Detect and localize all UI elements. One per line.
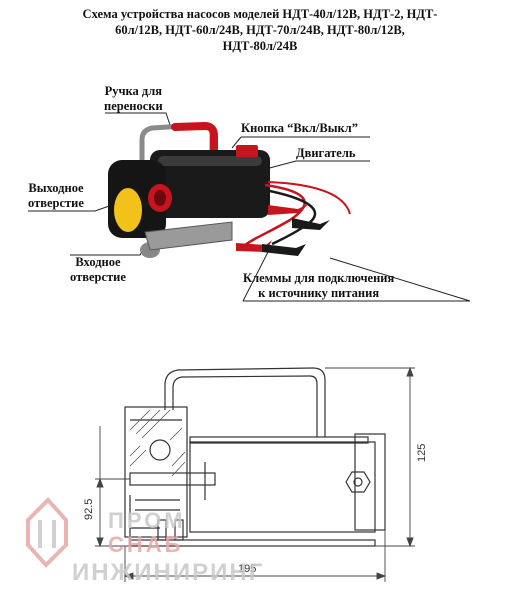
label-inlet: Входное отверстие <box>70 255 126 284</box>
dim-axis-height: 92.5 <box>83 499 95 520</box>
title-line-3: НДТ-80л/24В <box>222 39 298 53</box>
motor-body <box>150 150 270 218</box>
watermark-line-2: СНАБ <box>108 532 183 557</box>
watermark-line-3: ИНЖИНИРИНГ <box>72 559 264 586</box>
label-handle: Ручка для переноски <box>104 84 163 113</box>
title-line-2: 60л/12В, НДТ-60л/24В, НДТ-70л/24В, НДТ-8… <box>115 23 405 37</box>
label-outlet: Выходное отверстие <box>28 181 84 210</box>
label-terminals: Клеммы для подключения к источнику питан… <box>243 271 395 300</box>
dimension-lines <box>95 366 415 582</box>
title-line-1: Схема устройства насосов моделей НДТ-40л… <box>82 7 438 21</box>
info-sticker <box>114 188 142 232</box>
watermark-line-1: ПРОМ <box>108 508 186 533</box>
switch-button <box>236 145 258 157</box>
watermark: ПРОМ СНАБ ИНЖИНИРИНГ <box>26 497 264 586</box>
label-motor: Двигатель <box>296 146 356 160</box>
mount-bracket <box>144 221 233 251</box>
technical-drawing <box>124 367 386 547</box>
leader-lines <box>28 112 471 302</box>
dim-length: 195 <box>238 563 256 575</box>
battery-clamps <box>236 203 330 256</box>
diagram-title: Схема устройства насосов моделей НДТ-40л… <box>40 6 480 54</box>
watermark-logo-icon <box>26 497 68 568</box>
dim-height: 125 <box>416 444 428 462</box>
handle-grip <box>171 121 218 166</box>
label-button: Кнопка “Вкл/Выкл” <box>241 121 358 135</box>
